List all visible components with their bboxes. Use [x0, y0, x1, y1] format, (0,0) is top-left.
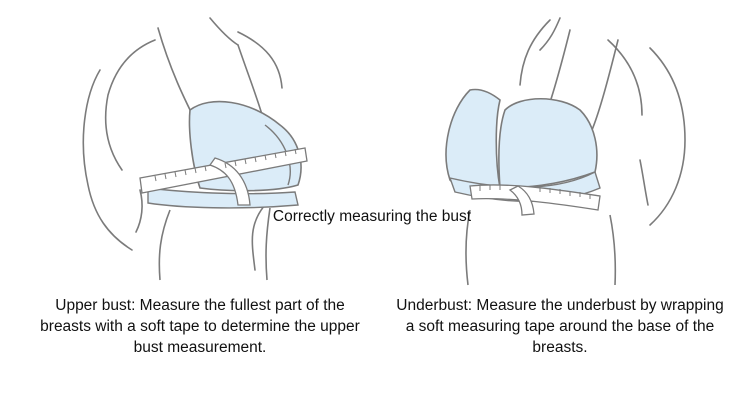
neck-line: [539, 17, 561, 51]
back-outline: [649, 47, 686, 226]
arm-outline: [104, 39, 156, 171]
neck-line: [209, 17, 239, 46]
back-outline: [82, 69, 133, 251]
bra-strap: [157, 27, 196, 121]
bra-band-left: [147, 187, 299, 209]
bra-cup-front: [445, 88, 501, 194]
underbust-caption: Underbust: Measure the underbust by wrap…: [396, 297, 724, 356]
measuring-tape-upper: [139, 147, 308, 206]
arm-line: [639, 159, 649, 206]
torso-lower-front: [265, 207, 271, 281]
torso-front: [251, 204, 266, 271]
upper-bust-caption: Upper bust: Measure the fullest part of …: [40, 297, 360, 356]
torso-lower: [158, 209, 171, 281]
underbust-illustration: [445, 17, 686, 286]
torso-lower-back: [609, 214, 617, 286]
bra-cup-right: [498, 97, 598, 189]
upper-bust-illustration: [82, 17, 308, 281]
shoulder-line: [237, 31, 283, 89]
measuring-tape-underbust: [469, 184, 601, 216]
arm-crease: [135, 189, 143, 233]
bra-strap-back: [591, 39, 619, 131]
arm-outline: [607, 39, 643, 116]
center-caption: Correctly measuring the bust: [272, 208, 472, 225]
torso-lower: [465, 209, 471, 286]
shoulder-line: [519, 19, 551, 86]
